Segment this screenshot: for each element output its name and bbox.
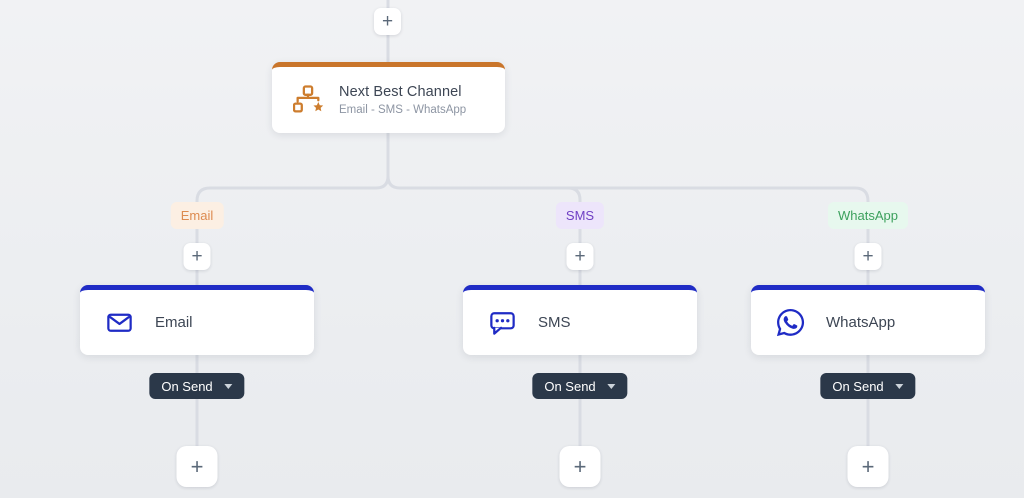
- add-step-button-top[interactable]: +: [374, 8, 401, 35]
- whatsapp-icon: [775, 307, 806, 338]
- add-node-button-whatsapp[interactable]: +: [847, 446, 889, 487]
- on-send-dropdown-whatsapp[interactable]: On Send: [820, 373, 916, 399]
- sms-node[interactable]: SMS: [463, 285, 697, 355]
- chevron-down-icon: [224, 383, 233, 389]
- next-best-channel-node[interactable]: Next Best Channel Email - SMS - WhatsApp: [272, 62, 505, 133]
- email-node-label: Email: [155, 314, 193, 331]
- add-node-button-email[interactable]: +: [176, 446, 218, 487]
- on-send-dropdown-email[interactable]: On Send: [149, 373, 245, 399]
- node-subtitle: Email - SMS - WhatsApp: [339, 104, 467, 116]
- on-send-label: On Send: [832, 378, 884, 394]
- branch-badge-sms: SMS: [555, 202, 605, 229]
- email-envelope-icon: [104, 307, 135, 338]
- node-title: Next Best Channel: [339, 84, 462, 100]
- sms-bubble-icon: [487, 307, 518, 338]
- add-step-button-sms-branch[interactable]: +: [566, 243, 594, 270]
- email-node[interactable]: Email: [80, 285, 314, 355]
- add-node-button-sms[interactable]: +: [559, 446, 601, 487]
- branch-badge-whatsapp: WhatsApp: [828, 202, 908, 229]
- add-step-button-whatsapp-branch[interactable]: +: [854, 243, 882, 270]
- sms-node-label: SMS: [538, 314, 571, 331]
- chevron-down-icon: [895, 383, 904, 389]
- org-chart-star-icon: [292, 84, 324, 116]
- on-send-label: On Send: [161, 378, 213, 394]
- chevron-down-icon: [607, 383, 616, 389]
- whatsapp-node[interactable]: WhatsApp: [751, 285, 985, 355]
- branch-badge-email: Email: [170, 202, 224, 229]
- on-send-dropdown-sms[interactable]: On Send: [532, 373, 628, 399]
- next-best-channel-text: Next Best Channel Email - SMS - WhatsApp: [339, 84, 466, 116]
- whatsapp-node-label: WhatsApp: [826, 314, 896, 331]
- on-send-label: On Send: [544, 378, 596, 394]
- add-step-button-email-branch[interactable]: +: [183, 243, 211, 270]
